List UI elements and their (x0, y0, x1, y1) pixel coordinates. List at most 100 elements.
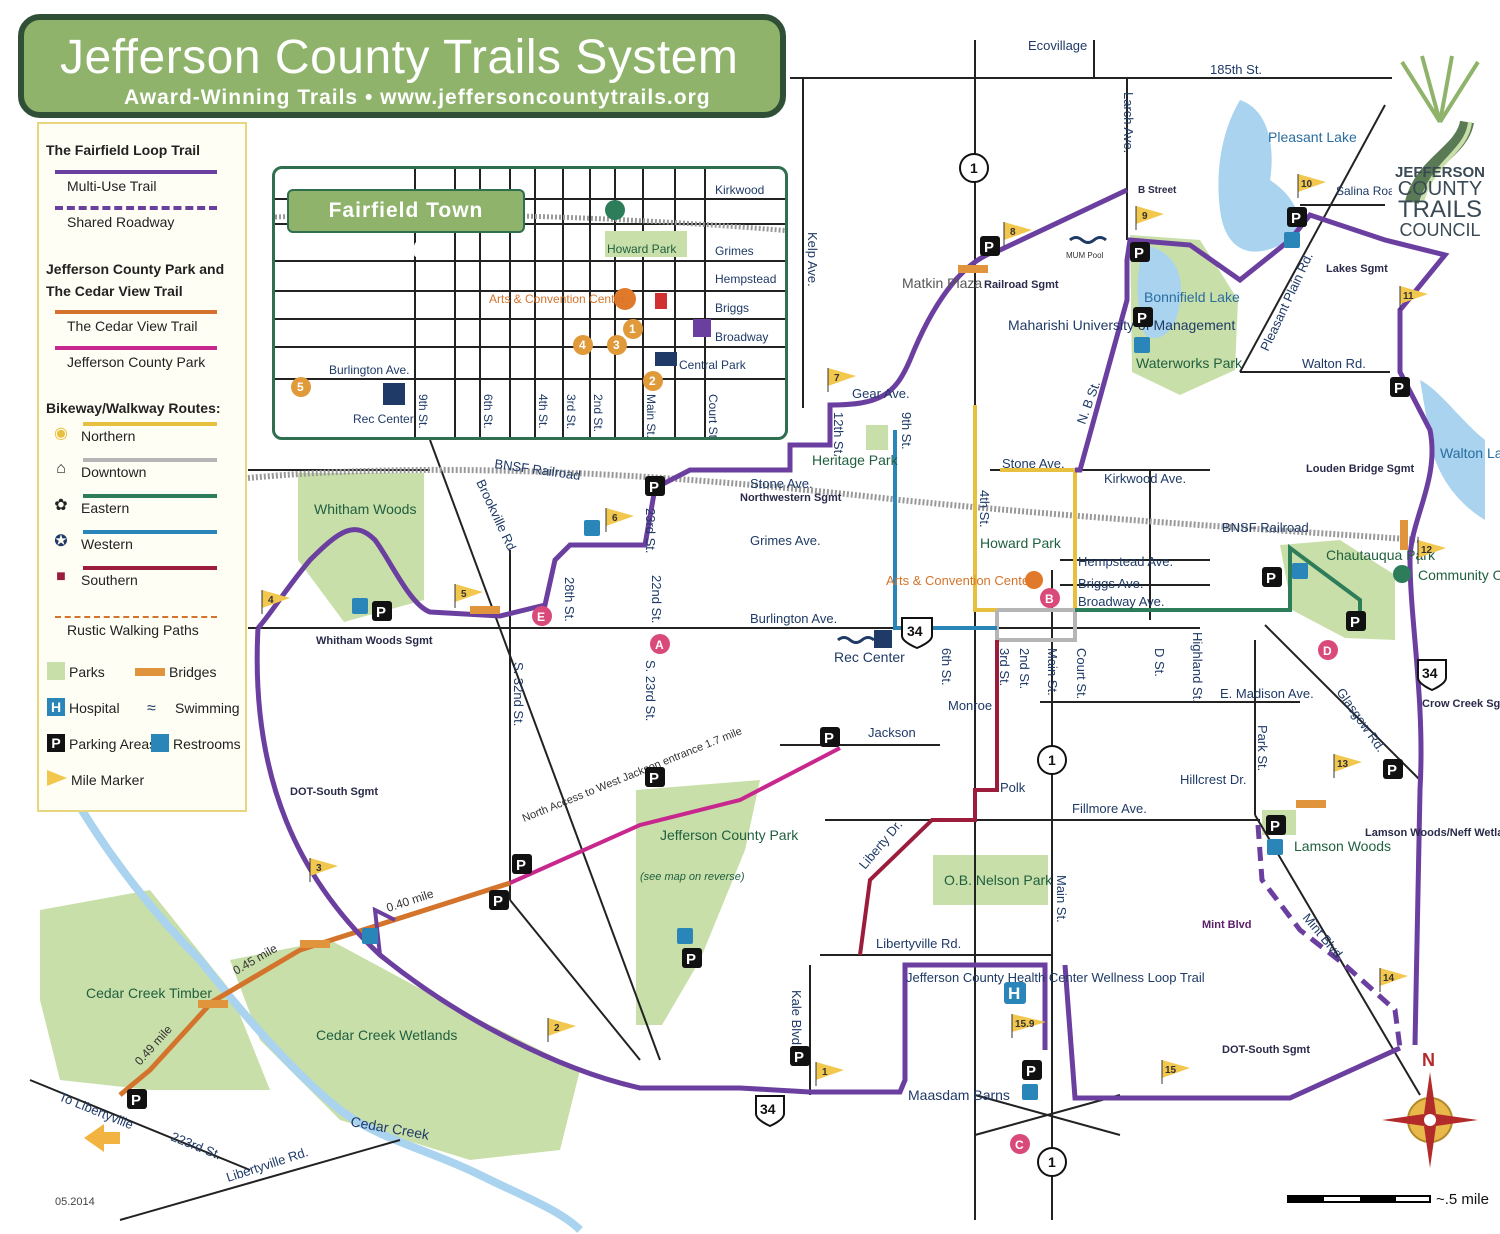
svg-text:P: P (1387, 762, 1397, 779)
place-maasdam: Maasdam Barns (908, 1087, 1010, 1103)
parking-icon[interactable]: P (1383, 759, 1403, 779)
inset-street-burlington: Burlington Ave. (329, 363, 410, 377)
svg-text:H: H (1008, 984, 1020, 1003)
street-park: Park St. (1255, 725, 1270, 771)
street-4th: 4th St. (977, 490, 992, 528)
parking-icon[interactable]: P (645, 767, 665, 787)
parking-icon[interactable]: P (1262, 567, 1282, 587)
svg-text:2: 2 (554, 1023, 560, 1034)
pleasant-lake (1218, 100, 1299, 252)
svg-text:13: 13 (1337, 759, 1349, 770)
svg-text:9: 9 (1142, 211, 1148, 222)
street-23rd: 23rd St. (643, 508, 658, 554)
street-22nd: 22nd St. (649, 575, 664, 623)
place-rec-center: Rec Center (834, 649, 905, 665)
parking-icon[interactable]: P (790, 1046, 810, 1066)
park-cedar-wetlands (230, 940, 580, 1160)
fairfield-loop-trail (254, 187, 1450, 1101)
legend-southern-label: Southern (81, 572, 138, 588)
parking-icon[interactable]: P (682, 948, 702, 968)
legend-bridges-label: Bridges (169, 664, 217, 680)
restroom-icons (352, 232, 1308, 1100)
svg-text:34: 34 (907, 623, 923, 639)
legend-southern-line (83, 566, 217, 570)
street-madison: E. Madison Ave. (1220, 686, 1314, 701)
svg-text:P: P (794, 1049, 804, 1066)
restroom-icon (151, 734, 169, 752)
inset-street-9th: 9th St. (416, 394, 430, 429)
segment-dot-south-east: DOT-South Sgmt (1222, 1044, 1310, 1056)
legend-mile-marker-label: Mile Marker (71, 772, 145, 788)
parking-icon[interactable]: P (1130, 242, 1150, 262)
swimming-icon (1069, 236, 1107, 244)
street-salina: Salina Road (1336, 184, 1401, 198)
place-health: Jefferson County Health Center Wellness … (906, 970, 1205, 985)
svg-text:P: P (1350, 614, 1360, 631)
inset-street-2nd: 2nd St. (591, 394, 605, 432)
place-heritage: Heritage Park (812, 452, 899, 468)
inset-broadway-star-icon (693, 319, 711, 337)
parking-icon[interactable]: P (1133, 307, 1153, 327)
to-libertyville-arrow-icon (84, 1124, 120, 1152)
hospital-icon: H (1004, 982, 1026, 1004)
parking-icon[interactable]: P (1022, 1060, 1042, 1080)
inset-street-grimes: Grimes (715, 244, 754, 258)
street-larch: Larch Ave. (1121, 92, 1136, 153)
letter-marker-c: C (1010, 1134, 1030, 1154)
parking-icon[interactable]: P (1390, 377, 1410, 397)
mile-marker-6: 6 (605, 508, 634, 532)
street-libertyville: Libertyville Rd. (876, 936, 961, 951)
parking-icon[interactable]: P (372, 601, 392, 621)
segment-lamson: Lamson Woods/Neff Wetlands Sgmt (1365, 827, 1500, 839)
place-walton-lake: Walton Lake (1440, 445, 1500, 461)
mile-marker-15-9: 15.9 (1011, 1014, 1046, 1038)
legend-park-heading: Jefferson County Park and The Cedar View… (46, 261, 225, 299)
parking-icon[interactable]: P (512, 854, 532, 874)
svg-text:5: 5 (461, 589, 467, 600)
street-grimes: Grimes Ave. (750, 533, 821, 548)
parking-icon[interactable]: P (127, 1089, 147, 1109)
street-185th: 185th St. (1210, 62, 1262, 77)
legend-northern-line (83, 422, 217, 426)
park-cedar-timber (40, 890, 270, 1090)
eastern-route-icon: ✿ (54, 497, 68, 514)
svg-text:10: 10 (1301, 179, 1313, 190)
logo-text: JEFFERSON COUNTY TRAILS COUNCIL (1392, 165, 1488, 239)
legend-rustic-line (55, 616, 217, 618)
street-3rd: 3rd St. (997, 648, 1012, 686)
inset-street-3rd: 3rd St. (564, 394, 578, 429)
svg-text:1: 1 (1048, 1154, 1056, 1170)
parking-icon[interactable]: P (980, 236, 1000, 256)
place-nelson: O.B. Nelson Park (944, 872, 1053, 888)
svg-text:14: 14 (1383, 973, 1395, 984)
segment-dot-south-west: DOT-South Sgmt (290, 786, 378, 798)
street-stone-west: Stone Ave. (750, 476, 813, 491)
svg-text:8: 8 (1010, 227, 1016, 238)
svg-text:1: 1 (970, 160, 978, 176)
svg-text:P: P (1026, 1063, 1036, 1080)
parking-icon[interactable]: P (1287, 207, 1307, 227)
legend-western-line (83, 530, 217, 534)
swimming-icon: ≈ (147, 700, 156, 717)
parking-icon[interactable]: P (1266, 815, 1286, 835)
mile-marker-12: 12 (1417, 540, 1446, 564)
route-eastern (1075, 544, 1362, 625)
parking-icon[interactable]: P (489, 890, 509, 910)
legend-cedar-view-line (55, 310, 217, 314)
svg-text:15: 15 (1165, 1065, 1177, 1076)
street-s32: S. 32nd St. (511, 662, 526, 726)
hospital-icon: H (47, 698, 65, 716)
svg-text:6: 6 (612, 513, 618, 524)
inset-street-main: Main St. (644, 394, 658, 438)
parking-icon[interactable]: P (645, 476, 665, 496)
svg-text:A: A (655, 638, 664, 652)
inset-street-court: Court St. (706, 394, 720, 440)
inset-street-6th: 6th St. (481, 394, 495, 429)
inset-star-icon (605, 200, 625, 220)
street-court: Court St. (1074, 648, 1089, 699)
parking-icon[interactable]: P (820, 727, 840, 747)
mile-markers: 1 2 3 4 5 6 7 8 9 10 11 12 13 14 15 15.9 (261, 174, 1446, 1086)
parking-icon[interactable]: P (1346, 611, 1366, 631)
restroom-icon (352, 598, 368, 614)
legend-county-park-line (55, 346, 217, 350)
